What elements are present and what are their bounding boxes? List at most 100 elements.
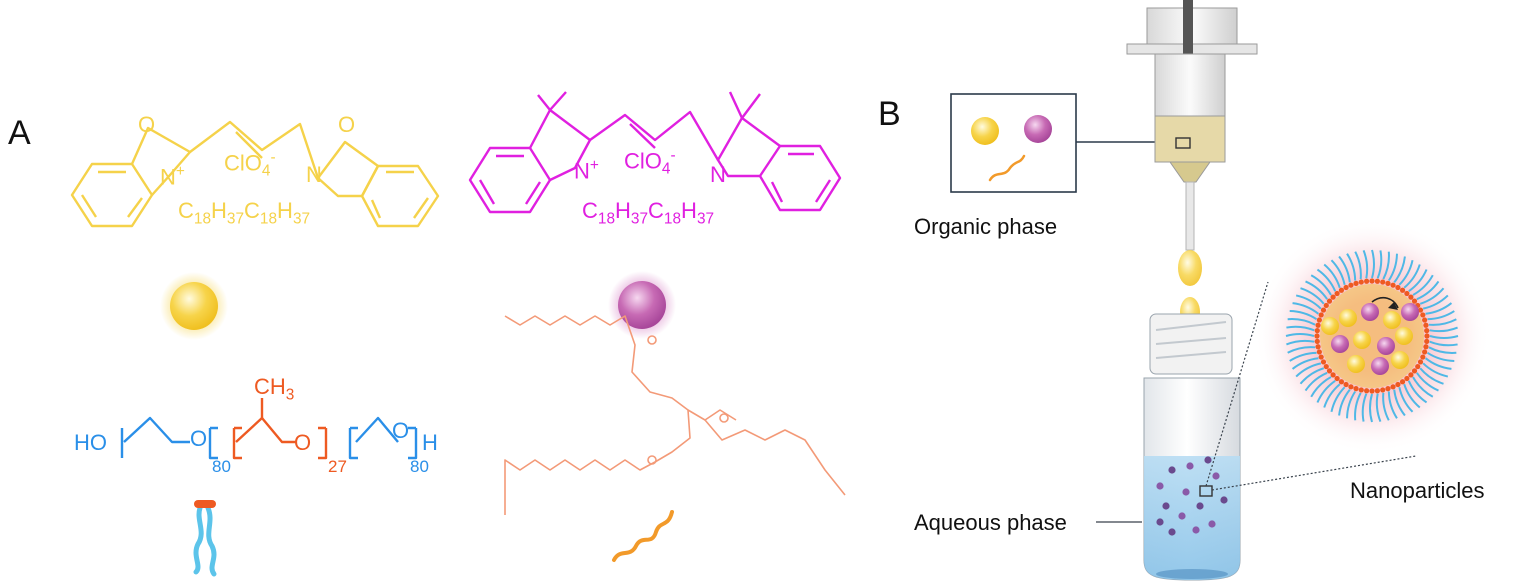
np-head [1420, 354, 1426, 360]
np-tail [1287, 346, 1316, 354]
np-tail [1361, 393, 1368, 422]
np-head [1420, 312, 1426, 318]
np-tail [1338, 255, 1351, 283]
np-head [1417, 359, 1424, 365]
np-head [1334, 375, 1340, 382]
np-head [1364, 388, 1370, 394]
dio-o-left: O [138, 112, 156, 137]
np-tail [1429, 335, 1459, 339]
aqueous-phase-label: Aqueous phase [914, 510, 1067, 535]
np-head [1423, 322, 1429, 328]
np-tail [1286, 325, 1315, 332]
np-tail [1369, 393, 1373, 423]
organic-phase-label: Organic phase [914, 214, 1058, 239]
np-head [1390, 282, 1396, 288]
np-head [1358, 279, 1364, 285]
np-tail [1362, 250, 1369, 279]
np-head [1320, 359, 1327, 365]
nanoparticles-label: Nanoparticles [1350, 478, 1485, 503]
np-head [1330, 372, 1336, 378]
np-tail [1300, 287, 1325, 305]
np-head [1385, 280, 1391, 286]
organic-phase-box [950, 93, 1178, 193]
np-tail [1289, 351, 1317, 362]
pluronic-ho: HO [74, 430, 107, 455]
vial [1143, 313, 1241, 581]
np-tail [1425, 302, 1453, 315]
np-tail [1316, 380, 1336, 403]
np-head [1343, 284, 1349, 291]
np-tail [1429, 326, 1458, 333]
np-head [1411, 298, 1418, 304]
np-tail [1299, 367, 1325, 385]
dio-structure [70, 120, 440, 228]
np-head [1358, 387, 1364, 393]
vial-particle [1162, 502, 1170, 510]
np-tail [1382, 392, 1390, 421]
pluronic-icon [193, 500, 217, 577]
vial-particle [1168, 528, 1176, 536]
vial-particle [1168, 466, 1176, 474]
np-head [1411, 368, 1418, 374]
np-head [1424, 333, 1430, 339]
vial-particle [1220, 496, 1228, 504]
np-tail [1295, 362, 1322, 378]
vial-particles [1156, 456, 1228, 536]
dio-o-right: O [338, 112, 356, 137]
dil-counterion: ClO4- [624, 147, 676, 178]
np-tail [1305, 280, 1328, 300]
vial-particle [1186, 462, 1194, 470]
vial-particle [1178, 512, 1186, 520]
np-head [1316, 349, 1322, 355]
np-head [1417, 307, 1424, 313]
np-tail [1422, 362, 1449, 378]
np-tail [1407, 380, 1428, 404]
np-head [1404, 290, 1410, 297]
np-tail [1323, 383, 1341, 408]
np-head [1408, 372, 1414, 378]
np-tail [1338, 388, 1351, 416]
dil-sphere [618, 281, 666, 329]
vial-particle [1192, 526, 1200, 534]
np-tail [1285, 333, 1315, 337]
pluronic-ch3: CH3 [254, 374, 295, 404]
np-tail [1304, 371, 1328, 392]
np-head [1326, 368, 1333, 374]
np-tail [1316, 268, 1337, 292]
np-dil-dye [1377, 337, 1395, 355]
np-tail [1403, 383, 1421, 409]
dio-n: N [306, 162, 322, 187]
np-head [1314, 328, 1320, 334]
dil-chain: C18H37C18H37 [582, 198, 715, 228]
pluronic-n1: 80 [212, 457, 231, 476]
vial-particle [1182, 488, 1190, 496]
np-tail [1424, 357, 1452, 370]
dio-counterion: ClO4- [224, 149, 276, 180]
vial-particle [1196, 502, 1204, 510]
np-tail [1330, 259, 1346, 286]
np-tail [1375, 393, 1382, 422]
nanoparticle [1254, 218, 1490, 454]
dil-n: N [710, 162, 726, 187]
np-head [1380, 387, 1386, 393]
np-tail [1428, 318, 1457, 326]
np-head [1316, 317, 1322, 323]
np-tail [1330, 386, 1346, 413]
np-tail [1346, 253, 1357, 281]
np-tail [1354, 251, 1362, 280]
np-head [1424, 328, 1430, 334]
vial-particle [1156, 482, 1164, 490]
vial-particle [1212, 472, 1220, 480]
np-head [1404, 375, 1410, 382]
np-tail [1323, 263, 1341, 289]
pluronic-n2: 27 [328, 457, 347, 476]
np-tail [1371, 249, 1375, 279]
np-head [1399, 287, 1406, 293]
np-tail [1428, 346, 1457, 354]
np-head [1380, 279, 1386, 285]
triglyceride-structure [504, 315, 846, 515]
np-dil-dye [1401, 303, 1419, 321]
np-head [1369, 278, 1375, 284]
np-tail [1412, 274, 1434, 296]
dio-sphere [170, 282, 218, 330]
